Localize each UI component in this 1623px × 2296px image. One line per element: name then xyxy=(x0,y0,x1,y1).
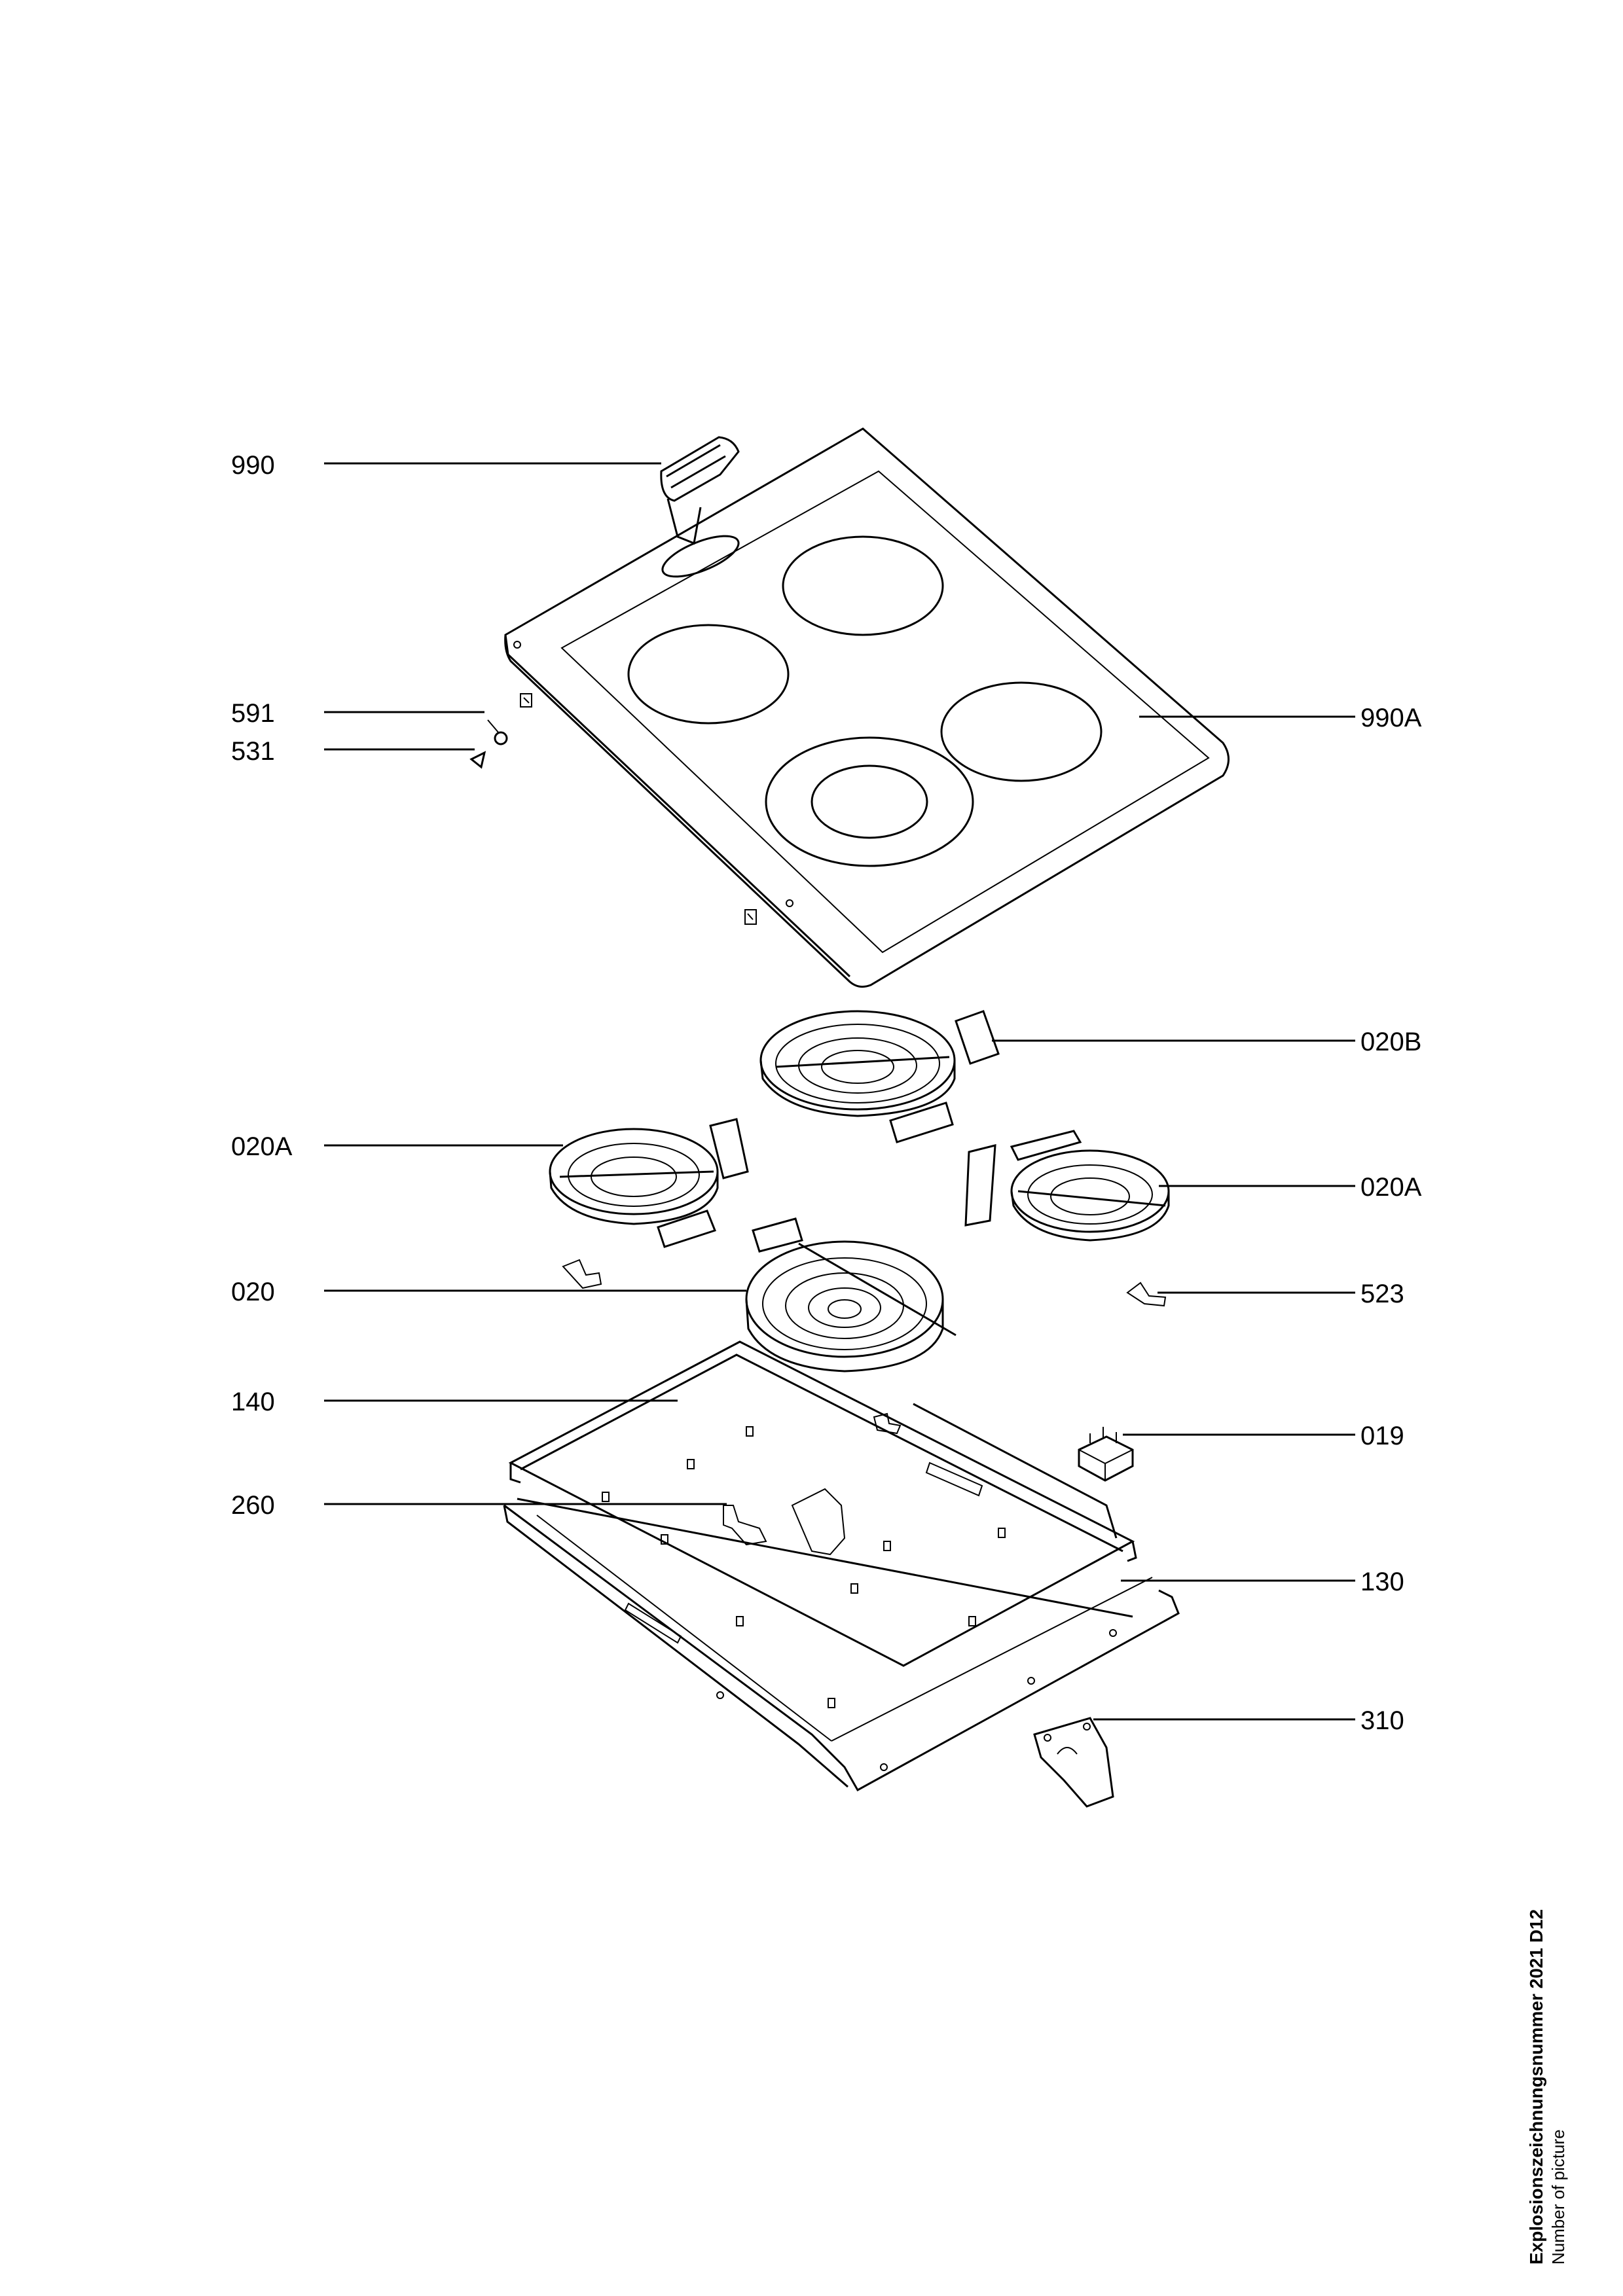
label-990: 990 xyxy=(231,451,275,480)
small-clips xyxy=(469,693,757,925)
label-020A-right: 020A xyxy=(1360,1173,1422,1202)
caption-subtitle: Number of picture xyxy=(1548,2129,1568,2265)
base-frame xyxy=(503,1340,1180,1792)
label-531: 531 xyxy=(231,737,275,766)
heating-element-020A-right xyxy=(964,1130,1170,1242)
terminal-block xyxy=(1078,1427,1134,1482)
label-523: 523 xyxy=(1360,1280,1404,1308)
label-140: 140 xyxy=(231,1388,275,1416)
label-260: 260 xyxy=(231,1491,275,1520)
label-019: 019 xyxy=(1360,1422,1404,1450)
label-020A-left: 020A xyxy=(231,1132,293,1161)
handle-part xyxy=(660,436,740,545)
heating-element-020A-left xyxy=(549,1118,749,1248)
label-990A: 990A xyxy=(1360,704,1422,732)
label-310: 310 xyxy=(1360,1706,1404,1735)
heating-element-020B xyxy=(759,1010,1000,1143)
picture-number-caption: Explosionszeichnungsnummer 2021 D12 Numb… xyxy=(1525,1676,1569,2265)
label-020B: 020B xyxy=(1360,1028,1421,1056)
label-130: 130 xyxy=(1360,1568,1404,1596)
caption-title: Explosionszeichnungsnummer 2021 D12 xyxy=(1526,1909,1546,2265)
heating-element-020 xyxy=(562,1217,1167,1372)
label-591: 591 xyxy=(231,699,275,728)
cooktop-glass-panel xyxy=(504,427,1230,988)
leader-lines xyxy=(324,462,1355,1721)
bracket-310 xyxy=(1033,1717,1114,1808)
label-020: 020 xyxy=(231,1278,275,1306)
